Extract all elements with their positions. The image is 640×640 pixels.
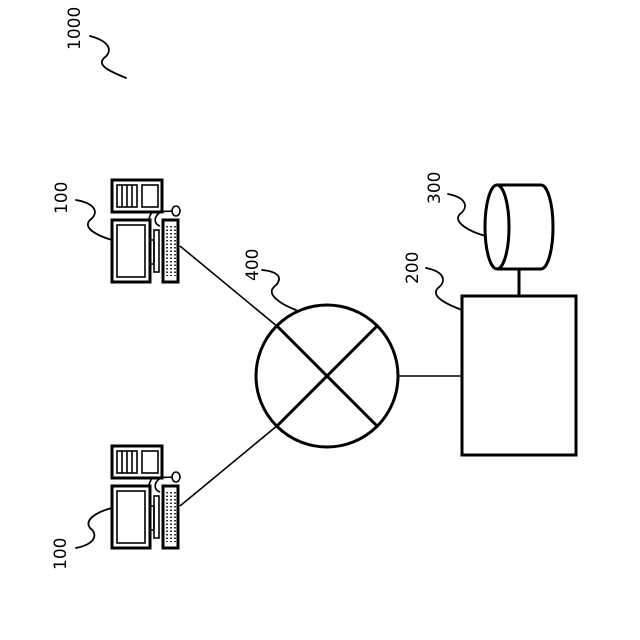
desktop-computer-icon — [112, 446, 180, 548]
database-leader-line — [448, 194, 486, 236]
system-leader-line — [90, 36, 126, 78]
server-node: 200 — [403, 252, 576, 455]
terminal-top-node: 100 — [52, 180, 180, 282]
link-terminal-bottom-to-network — [180, 425, 278, 506]
terminal-bottom-node: 100 — [51, 446, 180, 570]
database-label: 300 — [425, 172, 445, 204]
link-terminal-top-to-network — [180, 246, 278, 327]
terminal-bottom-leader-line — [76, 508, 112, 548]
terminal-bottom-label: 100 — [51, 538, 71, 570]
database-node: 300 — [425, 172, 553, 269]
database-cylinder-icon — [485, 185, 553, 269]
connections — [180, 246, 519, 506]
server-leader-line — [426, 268, 462, 310]
system-label-group: 1000 — [65, 7, 126, 78]
network-node: 400 — [243, 249, 398, 447]
server-box — [462, 296, 576, 455]
terminal-top-leader-line — [76, 200, 112, 240]
network-hub-icon — [256, 305, 398, 447]
network-label: 400 — [243, 249, 263, 281]
terminal-top-label: 100 — [52, 182, 72, 214]
network-leader-line — [262, 270, 296, 310]
desktop-computer-icon — [112, 180, 180, 282]
system-label: 1000 — [65, 7, 85, 50]
server-label: 200 — [403, 252, 423, 284]
